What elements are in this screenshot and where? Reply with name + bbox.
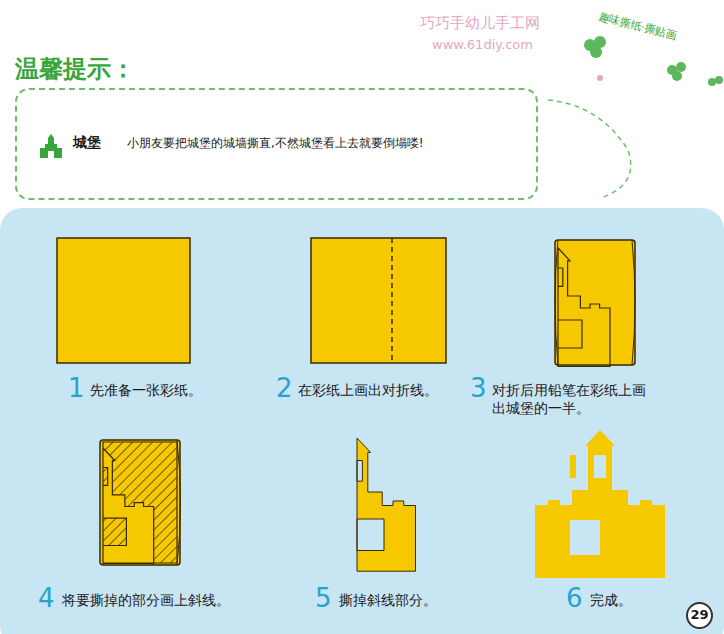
step-caption: 对折后用铅笔在彩纸上画出城堡的一半。 [492,382,652,417]
step-panel [0,208,724,634]
page-number: 29 [690,607,708,623]
step-caption: 撕掉斜线部分。 [339,592,437,610]
hatched-area [103,442,177,563]
paper-square [57,238,190,363]
fold-line [391,238,393,363]
step-number: 2 [276,372,293,405]
tip-box: 城堡 小朋友要把城堡的城墙撕直,不然城堡看上去就要倒塌喽! [15,88,538,200]
folded-paper [100,440,180,565]
finished-castle [535,430,665,578]
step-number: 4 [38,582,55,615]
torn-half-castle [357,438,416,571]
castle-outline [558,248,610,366]
step-caption: 在彩纸上画出对折线。 [298,382,438,400]
folded-paper [555,240,635,365]
clover-decoration [584,36,723,86]
paper-square [311,238,446,363]
page-number-circle: 29 [686,602,713,629]
step-caption: 完成。 [590,592,632,610]
series-name: 趣味撕纸·撕贴画 [597,10,678,43]
step-caption: 先准备一张彩纸。 [90,382,202,400]
tip-body: 小朋友要把城堡的城墙撕直,不然城堡看上去就要倒塌喽! [127,136,424,151]
step-number: 6 [566,582,583,615]
paper-curl [177,440,181,565]
page-title: 温馨提示： [15,54,135,84]
watermark: 巧巧手幼儿手工网 [420,14,540,33]
paper-curl [555,240,635,365]
castle-icon [40,134,62,158]
tip-heading: 城堡 [73,134,101,152]
watermark-url: www.61diy.com [432,37,533,53]
step-number: 1 [68,372,85,405]
dashed-arc [548,100,631,198]
step-caption: 将要撕掉的部分画上斜线。 [62,592,230,610]
step-number: 5 [315,582,332,615]
step-number: 3 [470,372,487,405]
